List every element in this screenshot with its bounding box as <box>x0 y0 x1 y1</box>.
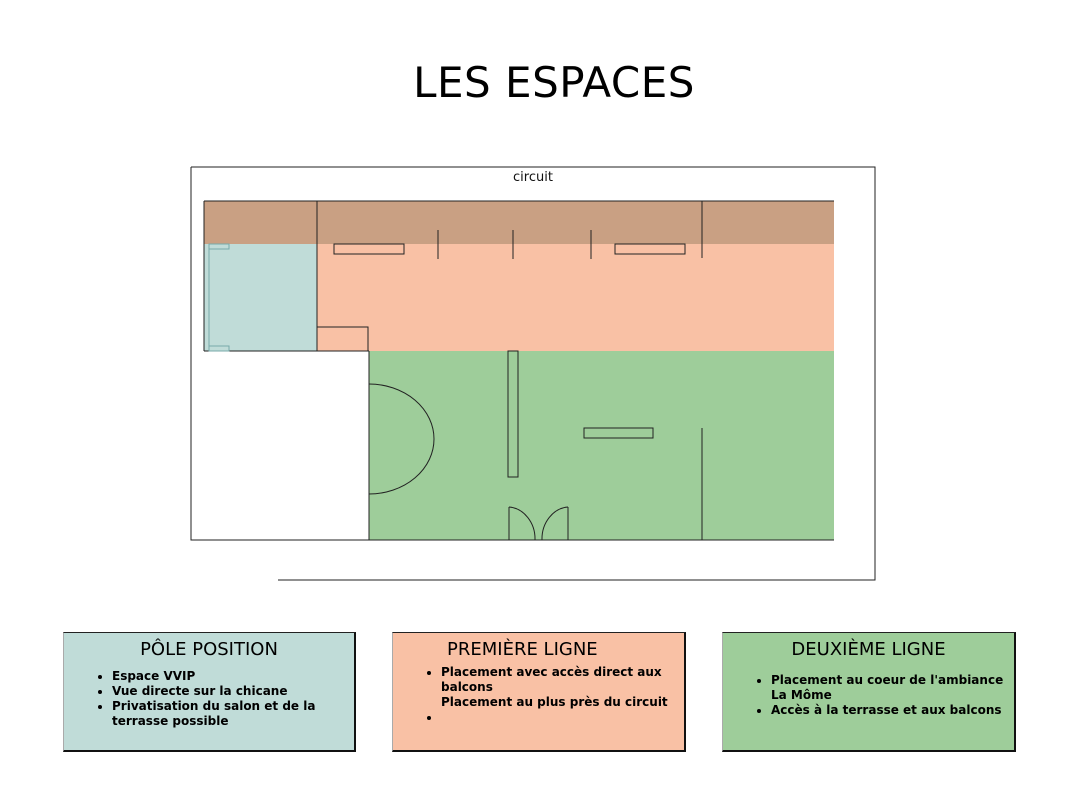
card-title: PREMIÈRE LIGNE <box>447 639 598 660</box>
circuit-label: circuit <box>513 170 553 185</box>
card-list: Placement avec accès direct aux balcons … <box>393 665 684 725</box>
zone-deuxieme-ligne <box>369 351 834 540</box>
page-title: LES ESPACES <box>413 58 695 107</box>
zone-premiere-ligne <box>317 244 834 351</box>
card-title: DEUXIÈME LIGNE <box>791 639 946 660</box>
window-mark <box>208 243 230 250</box>
table <box>583 427 654 439</box>
list-item: Placement au coeur de l'ambiance La Môme <box>771 673 1006 703</box>
card-list: Placement au coeur de l'ambiance La Môme… <box>723 673 1014 718</box>
door-right <box>541 506 569 541</box>
building-outline <box>190 166 876 581</box>
card-premiere-ligne: PREMIÈRE LIGNE Placement avec accès dire… <box>392 632 686 752</box>
card-list: Espace VVIP Vue directe sur la chicane P… <box>64 669 354 729</box>
list-item <box>441 710 676 725</box>
door-left <box>508 506 536 541</box>
half-circle-stage <box>368 383 435 495</box>
bar-counter <box>333 243 405 255</box>
list-item: Accès à la terrasse et aux balcons <box>771 703 1006 718</box>
column-bar <box>507 350 519 478</box>
list-item: Privatisation du salon et de la terrasse… <box>112 699 346 729</box>
list-item: Espace VVIP <box>112 669 346 684</box>
list-item: Vue directe sur la chicane <box>112 684 346 699</box>
card-title: PÔLE POSITION <box>140 639 278 660</box>
floor-plan: circuit <box>190 166 876 581</box>
zone-balcon <box>204 201 834 244</box>
window-mark <box>208 345 230 352</box>
list-item: Placement avec accès direct aux balcons … <box>441 665 676 710</box>
bar-counter <box>614 243 686 255</box>
card-pole-position: PÔLE POSITION Espace VVIP Vue directe su… <box>63 632 356 752</box>
zone-pole-position <box>204 244 317 351</box>
card-deuxieme-ligne: DEUXIÈME LIGNE Placement au coeur de l'a… <box>722 632 1016 752</box>
